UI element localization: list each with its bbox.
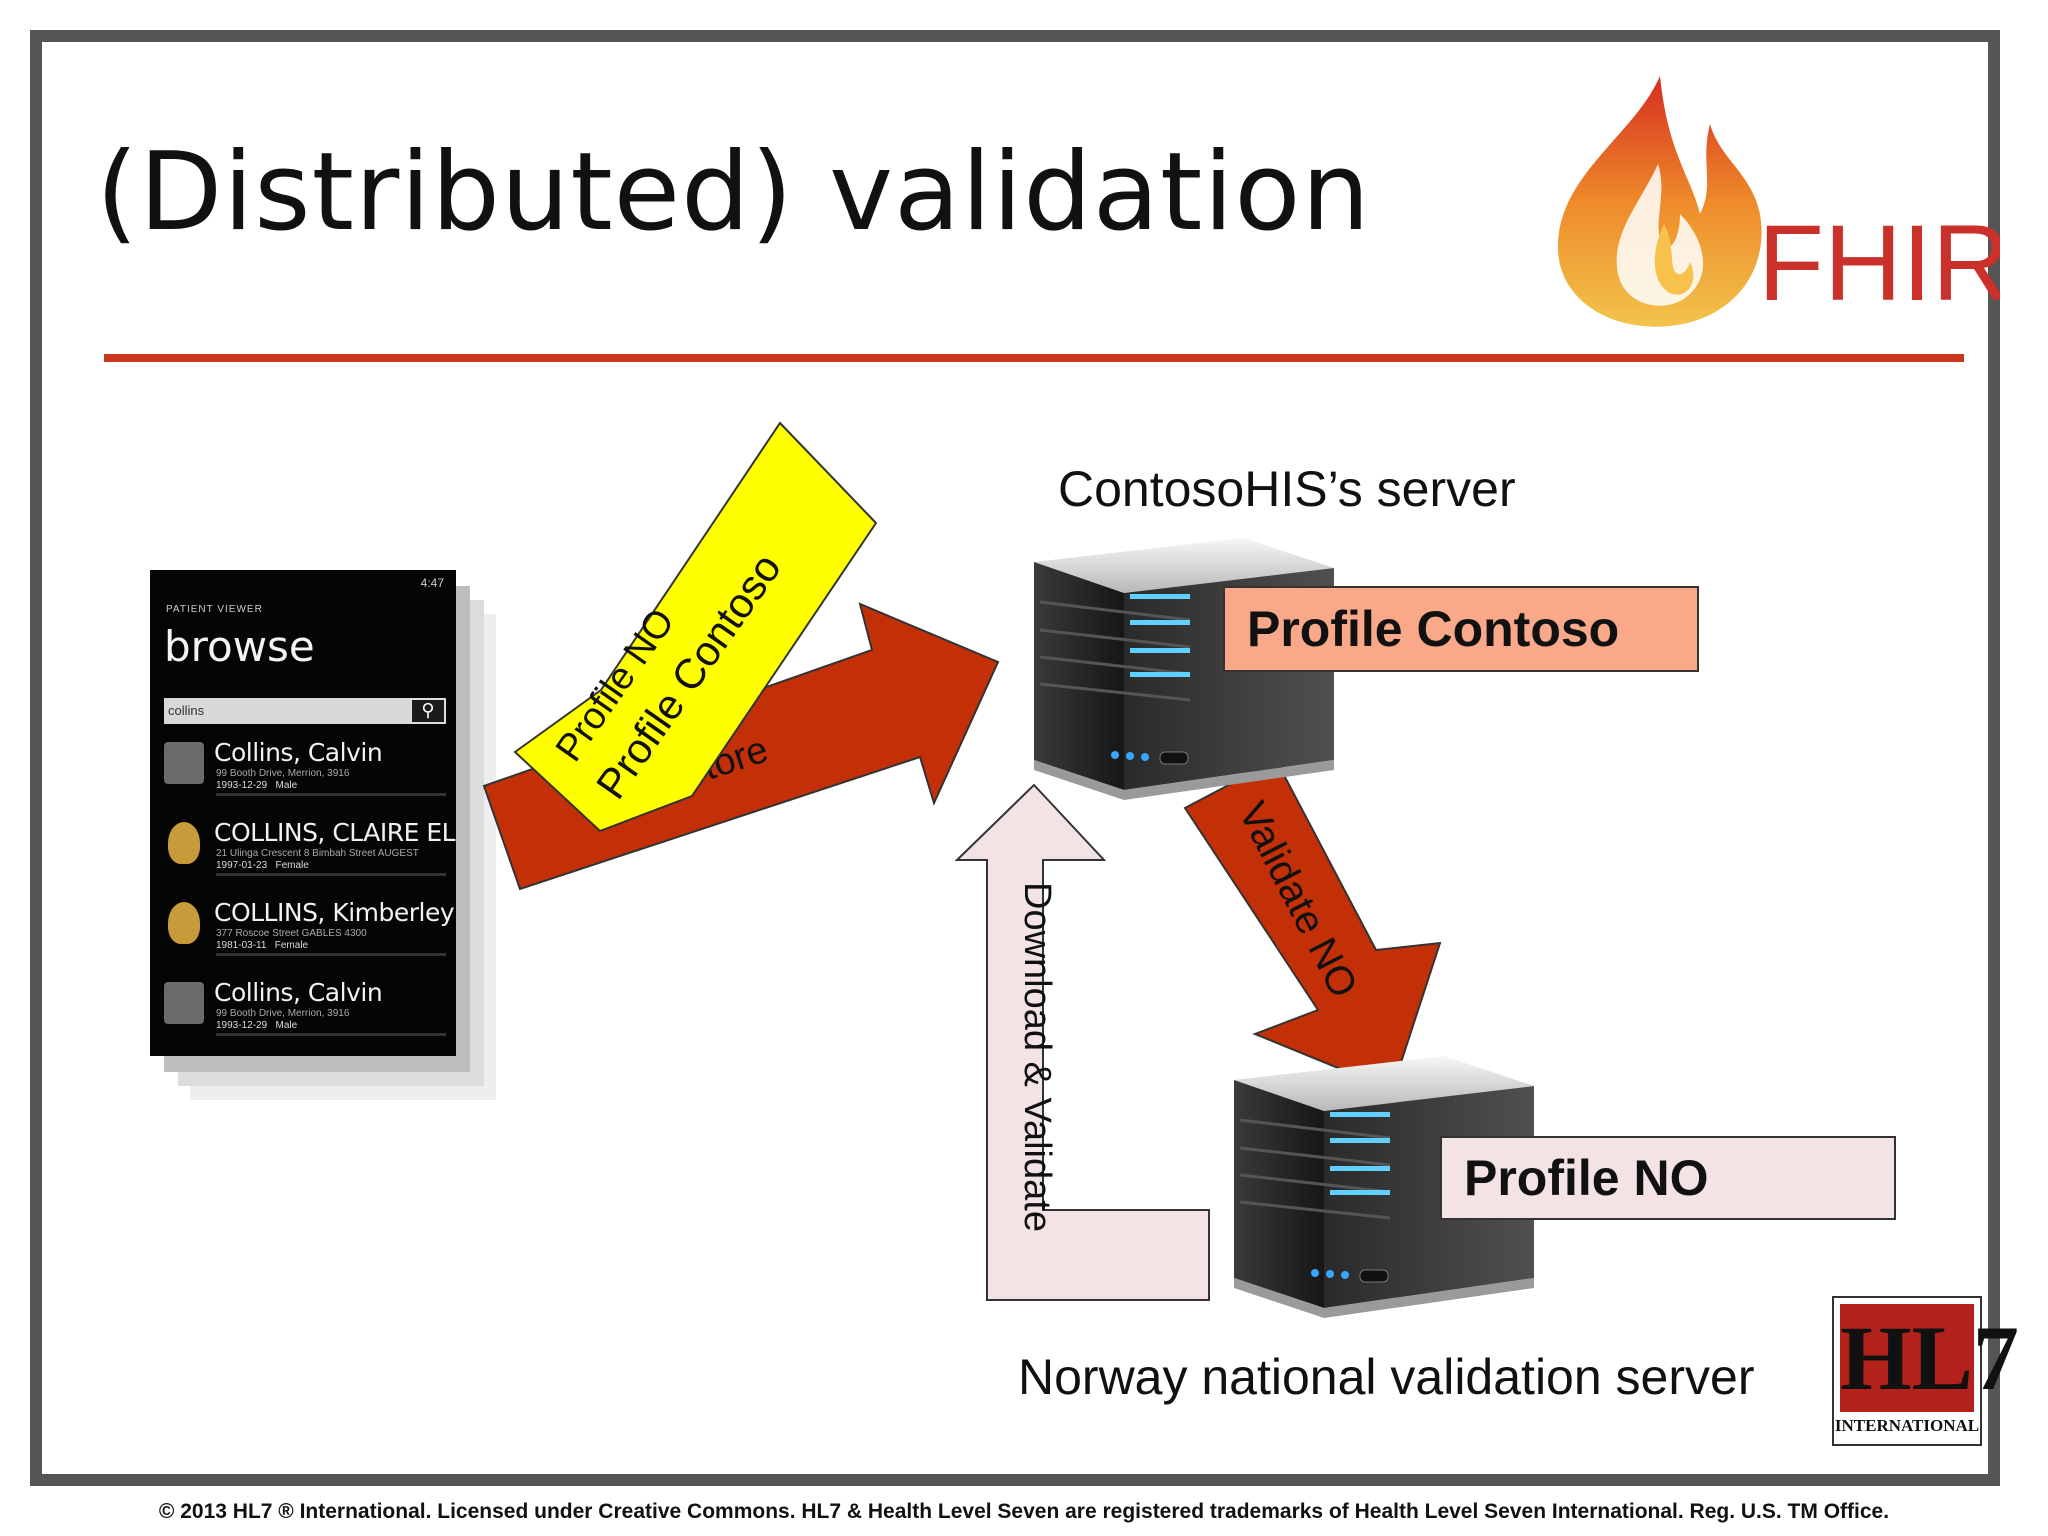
- patient-url-line: [216, 793, 446, 796]
- patient-address: 99 Booth Drive, Merrion, 3916: [216, 768, 350, 779]
- download-arrow: [954, 783, 1210, 1301]
- hl7-logo: HL7 INTERNATIONAL: [1832, 1296, 2019, 1446]
- patient-list-item[interactable]: Collins, Calvin 99 Booth Drive, Merrion,…: [164, 978, 454, 1046]
- patient-name: COLLINS, CLAIRE ELI: [214, 818, 456, 847]
- patient-name: Collins, Calvin: [214, 738, 383, 767]
- phone-search-icon[interactable]: ⚲: [410, 698, 446, 724]
- patient-list-item[interactable]: COLLINS, CLAIRE ELI 21 Ulinga Crescent 8…: [164, 818, 456, 886]
- title-divider: [104, 354, 1964, 362]
- hl7-logo-mark: HL7: [1840, 1304, 2019, 1412]
- download-arrow-label: Download & Validate: [1016, 882, 1058, 1232]
- patient-address: 377 Roscoe Street GABLES 4300: [216, 928, 367, 939]
- norway-server-label: Norway national validation server: [1018, 1349, 1755, 1405]
- fhir-wordmark: FHIR: [1758, 202, 2000, 323]
- patient-url-line: [216, 1033, 446, 1036]
- patient-dob: 1981-03-11 Female: [216, 940, 309, 951]
- avatar: [168, 822, 200, 864]
- patient-url-line: [216, 953, 446, 956]
- hl7-logo-subtitle: INTERNATIONAL: [1834, 1416, 1980, 1435]
- profile-no-box: Profile NO: [1440, 1136, 1896, 1220]
- profile-tag: [513, 421, 878, 833]
- patient-list-item[interactable]: COLLINS, Kimberley 377 Roscoe Street GAB…: [164, 898, 455, 966]
- patient-url-line: [216, 873, 446, 876]
- patient-dob: 1993-12-29 Male: [216, 1020, 298, 1031]
- validate-arrow: [1183, 758, 1442, 1092]
- patient-dob: 1993-12-29 Male: [216, 780, 298, 791]
- patient-dob: 1997-01-23 Female: [216, 860, 309, 871]
- patient-address: 21 Ulinga Crescent 8 Bimbah Street AUGES…: [216, 848, 419, 859]
- avatar: [168, 902, 200, 944]
- avatar: [164, 982, 204, 1024]
- patient-name: Collins, Calvin: [214, 978, 383, 1007]
- fhir-logo: FHIR: [1557, 76, 2000, 327]
- profile-contoso-box: Profile Contoso: [1223, 586, 1699, 672]
- phone-app-name: PATIENT VIEWER: [166, 604, 263, 615]
- phone-search-input[interactable]: collins: [164, 698, 424, 724]
- patient-address: 99 Booth Drive, Merrion, 3916: [216, 1008, 350, 1019]
- slide-title: (Distributed) validation: [96, 130, 1371, 255]
- phone-clock: 4:47: [420, 576, 444, 590]
- copyright-footer: © 2013 HL7 ® International. Licensed und…: [158, 1500, 1890, 1523]
- phone-screen-title: browse: [164, 622, 315, 671]
- patient-list-item[interactable]: Collins, Calvin 99 Booth Drive, Merrion,…: [164, 738, 454, 806]
- phone-screenshot: 4:47 PATIENT VIEWER browse collins ⚲ Col…: [150, 570, 456, 1056]
- avatar: [164, 742, 204, 784]
- contoso-server-label: ContosoHIS’s server: [1058, 461, 1516, 517]
- contoso-server-icon: [1034, 538, 1334, 800]
- patient-name: COLLINS, Kimberley: [214, 898, 455, 927]
